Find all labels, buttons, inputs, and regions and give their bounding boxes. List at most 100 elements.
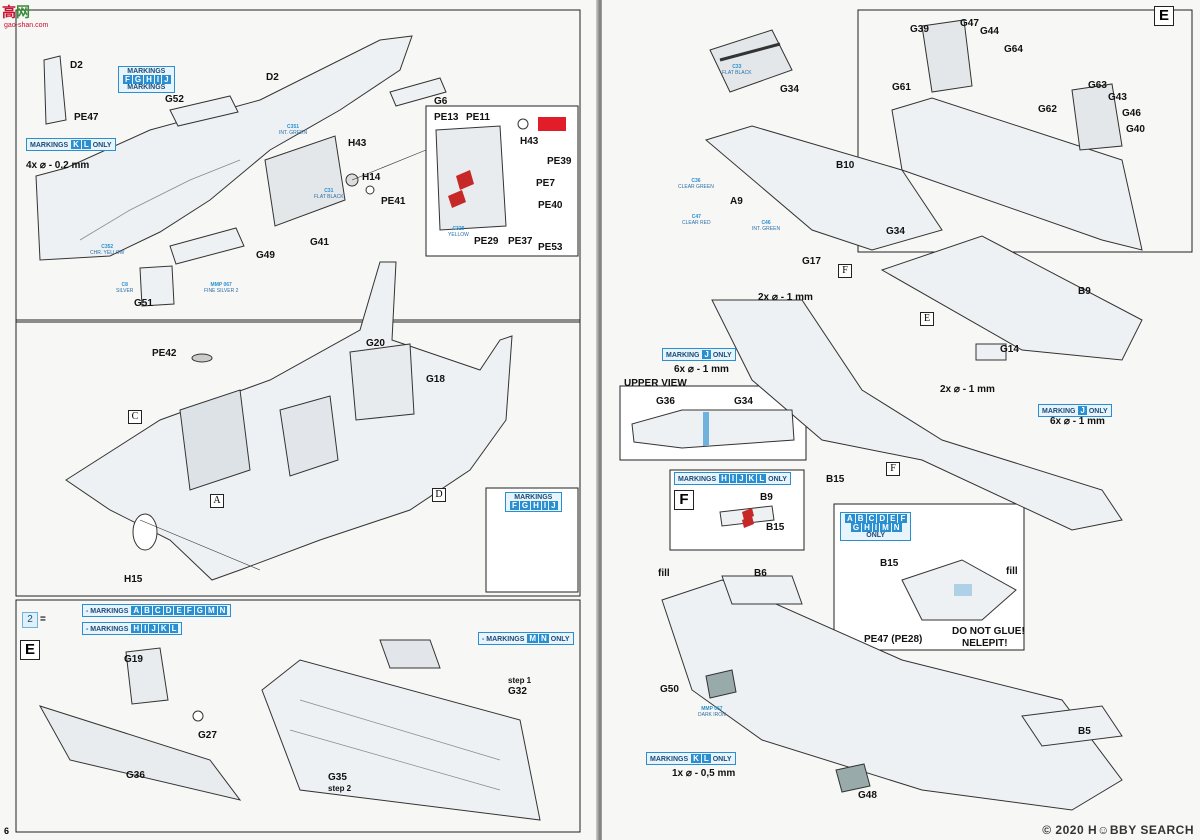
scale-1x: 1x ⌀ - 0,5 mm: [672, 768, 736, 779]
wing-center-drawing: [711, 299, 1123, 531]
floor-g36-drawing: [38, 705, 242, 801]
label-g51: G51: [134, 298, 153, 309]
scale-2x-a: 2x ⌀ - 1 mm: [758, 292, 813, 303]
label-g14: G14: [1000, 344, 1019, 355]
section-f-b9: B9: [760, 492, 773, 503]
section-e-left: E: [20, 640, 40, 660]
fuselage-half-drawing: [35, 35, 413, 261]
instrument-panel-drawing: [264, 135, 346, 227]
right-page-drawings: [619, 9, 1193, 811]
label-g50: G50: [660, 684, 679, 695]
warning-nelepit: NELEPIT!: [962, 638, 1008, 649]
label-b15: B15: [826, 474, 845, 485]
label-b10: B10: [836, 160, 855, 171]
detail-pe47: PE47 (PE28): [864, 634, 923, 645]
wing-b10-drawing: [704, 125, 943, 251]
label-pe11: PE11: [466, 112, 490, 123]
label-pe47: PE47: [74, 112, 99, 123]
label-g36: G36: [126, 770, 145, 781]
gaoshan-url: gao-shan.com: [4, 22, 49, 29]
label-pe40: PE40: [538, 200, 563, 211]
label-b6: B6: [754, 568, 767, 579]
box-letter-f-a: F: [838, 264, 852, 278]
label-pe53: PE53: [538, 242, 563, 253]
label-g41: G41: [310, 237, 329, 248]
box-letter-e: E: [920, 312, 934, 326]
marking-j-only-b: MARKING J ONLY: [1038, 404, 1112, 417]
label-a9: A9: [730, 196, 743, 207]
page-number: 6: [4, 826, 10, 836]
label-g18: G18: [426, 374, 445, 385]
scale-note: 4x ⌀ - 0,2 mm: [26, 160, 90, 171]
label-g32: G32: [508, 686, 527, 697]
label-b9: B9: [1078, 286, 1091, 297]
label-g39: G39: [910, 24, 929, 35]
view-letter-d: D: [432, 488, 446, 502]
book-spine: [596, 0, 604, 840]
scale-2x-b: 2x ⌀ - 1 mm: [940, 384, 995, 395]
label-pe13: PE13: [434, 112, 459, 123]
detail-b15: B15: [880, 558, 899, 569]
label-g64: G64: [1004, 44, 1023, 55]
wheel-h15-drawing: [132, 513, 158, 551]
label-b5: B5: [1078, 726, 1091, 737]
label-pe39: PE39: [547, 156, 572, 167]
upper-view-title: UPPER VIEW: [624, 378, 687, 389]
label-g17: G17: [802, 256, 821, 267]
gaoshan-logo: 高网: [2, 4, 30, 20]
view-letter-a: A: [210, 494, 224, 508]
part-d2-drawing: [43, 55, 67, 125]
label-h15: H15: [124, 574, 143, 585]
fill-label: fill: [658, 568, 670, 579]
upper-view-g34: G34: [734, 396, 753, 407]
scale-6x-a: 6x ⌀ - 1 mm: [674, 364, 729, 375]
label-pe29: PE29: [474, 236, 499, 247]
upper-view-g36: G36: [656, 396, 675, 407]
label-h43-b: H43: [520, 136, 539, 147]
part-g34-drawing: [709, 29, 793, 93]
detail-fill: fill: [1006, 566, 1018, 577]
label-pe37: PE37: [508, 236, 533, 247]
label-g27: G27: [198, 730, 217, 741]
label-g63: G63: [1088, 80, 1107, 91]
label-g52: G52: [165, 94, 184, 105]
label-g20: G20: [366, 338, 385, 349]
seat-drawing: [279, 395, 339, 477]
box-letter-f-b: F: [886, 462, 900, 476]
label-pe41: PE41: [381, 196, 406, 207]
section-f-b15: B15: [766, 522, 785, 533]
wing-b9-drawing: [880, 235, 1143, 361]
label-g6: G6: [434, 96, 448, 107]
label-h43-a: H43: [348, 138, 367, 149]
section-f: F: [674, 490, 694, 510]
label-g49: G49: [256, 250, 275, 261]
marking-j-only-a: MARKING J ONLY: [662, 348, 736, 361]
label-g48: G48: [858, 790, 877, 801]
right-instruction-page: E G34 G39 G47 G44 G64 G61 G63 G43 G62 G4…: [602, 0, 1200, 840]
label-d2-a: D2: [70, 60, 83, 71]
section-e-right: E: [1154, 6, 1174, 26]
label-pe7: PE7: [536, 178, 555, 189]
label-d2-b: D2: [266, 72, 279, 83]
view-letter-c: C: [128, 410, 142, 424]
label-g40: G40: [1126, 124, 1145, 135]
upper-view-drawing: [631, 409, 795, 449]
red-paint-swatch: [538, 117, 566, 131]
hobbysearch-watermark: © 2020 H☺BBY SEARCH: [1042, 823, 1194, 837]
